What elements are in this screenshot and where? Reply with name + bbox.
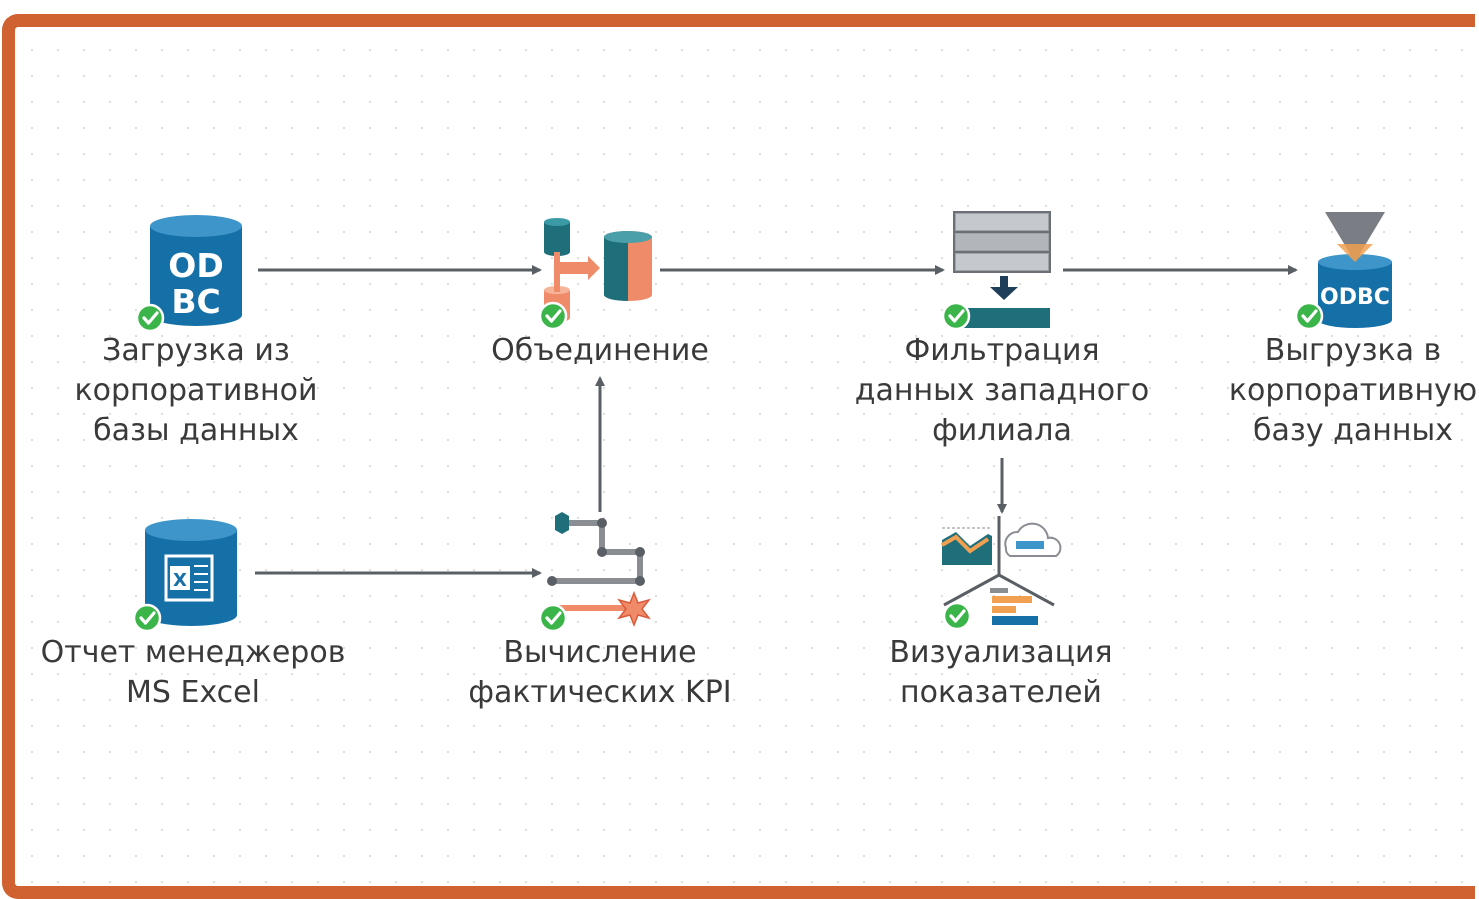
label-line: Загрузка из (102, 333, 290, 368)
success-check-icon (538, 603, 568, 633)
node-label-join: Объединение (491, 331, 709, 371)
success-check-icon (942, 601, 972, 631)
label-line: Отчет менеджеров (40, 635, 346, 670)
workflow-canvas-frame (2, 14, 1475, 899)
join-icon (544, 218, 652, 322)
node-join[interactable] (538, 218, 652, 331)
success-check-icon (132, 603, 162, 633)
node-label-odbc-export: Выгрузка в корпоративную базу данных (1229, 331, 1477, 451)
label-line: Объединение (491, 333, 709, 368)
label-line: Фильтрация (904, 333, 1100, 368)
excel-database-icon: X (145, 519, 237, 626)
label-line: данных западного (854, 373, 1150, 408)
odbc-icon-text-top: OD (168, 246, 223, 285)
node-odbc-source[interactable]: OD BC (135, 215, 242, 333)
calculator-icon (547, 512, 651, 628)
label-line: Выгрузка в (1264, 333, 1442, 368)
odbc-database-icon: OD BC (150, 215, 242, 326)
success-check-icon (538, 301, 568, 331)
label-line: корпоративную (1228, 373, 1478, 408)
node-kpi-calc[interactable] (538, 512, 651, 633)
node-label-odbc-source: Загрузка из корпоративной базы данных (74, 331, 317, 451)
success-check-icon (1294, 301, 1324, 331)
node-label-filter: Фильтрация данных западного филиала (855, 331, 1150, 451)
label-line: MS Excel (126, 675, 260, 710)
node-label-excel-source: Отчет менеджеров MS Excel (41, 633, 346, 713)
label-line: базу данных (1253, 413, 1453, 448)
odbc-export-icon-text: ODBC (1320, 285, 1390, 310)
label-line: филиала (932, 413, 1072, 448)
node-filter[interactable] (941, 211, 1051, 331)
node-label-kpi-calc: Вычисление фактических KPI (468, 633, 731, 713)
label-line: Визуализация (889, 635, 1113, 670)
visualization-icon (941, 516, 1062, 625)
label-line: Вычисление (503, 635, 697, 670)
odbc-export-icon: ODBC (1318, 212, 1392, 328)
node-visualization[interactable] (941, 516, 1062, 631)
success-check-icon (941, 301, 971, 331)
label-line: показателей (900, 675, 1102, 710)
node-excel-source[interactable]: X (132, 519, 237, 633)
label-line: фактических KPI (468, 675, 732, 710)
label-line: базы данных (93, 413, 299, 448)
node-odbc-export[interactable]: ODBC (1294, 212, 1392, 331)
success-check-icon (135, 303, 165, 333)
excel-icon-letter: X (173, 570, 187, 591)
filter-icon (953, 211, 1051, 328)
odbc-icon-text-bottom: BC (171, 282, 220, 321)
node-label-visualization: Визуализация показателей (889, 633, 1112, 713)
label-line: корпоративной (74, 373, 318, 408)
